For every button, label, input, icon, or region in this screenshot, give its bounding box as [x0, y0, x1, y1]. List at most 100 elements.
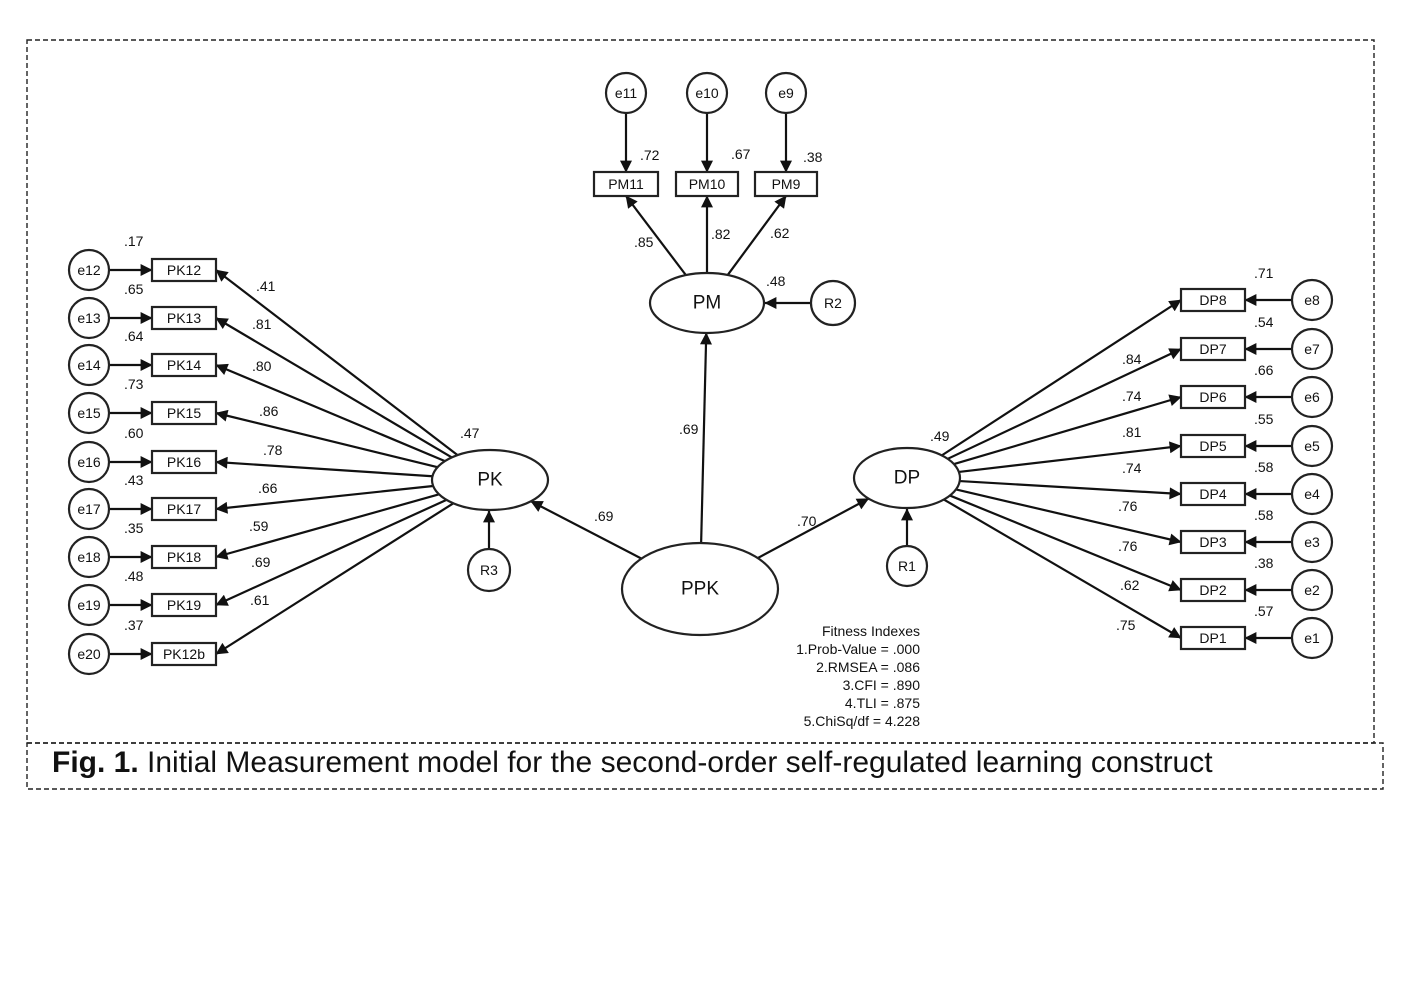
error-term	[1290, 327, 1334, 371]
loading-coef: .62	[1120, 577, 1140, 593]
indicator-box-label: PK12	[167, 262, 201, 278]
loading-arrow	[958, 441, 1182, 474]
indicator-box-label: PK16	[167, 454, 201, 470]
indicator-box-label: PK14	[167, 357, 201, 373]
factor-r2: .49	[930, 428, 950, 444]
error-term	[1290, 568, 1334, 612]
indicator-r2: .58	[1254, 507, 1274, 523]
figure-frame	[26, 39, 1375, 744]
indicator-r2: .72	[640, 147, 660, 163]
path-ppk-pm	[699, 332, 712, 544]
error-term	[685, 71, 729, 115]
loading-coef: .82	[711, 226, 731, 242]
error-term-label: e18	[77, 549, 101, 565]
fitness-line: 4.TLI = .875	[845, 695, 920, 711]
factor-pk-label: PK	[477, 470, 503, 491]
indicator-r2: .71	[1254, 265, 1274, 281]
caption-text: Initial Measurement model for the second…	[147, 746, 1213, 779]
error-term	[67, 248, 111, 292]
error-term-label: e8	[1304, 292, 1320, 308]
indicator-box	[1179, 384, 1247, 410]
indicator-box	[592, 170, 660, 198]
indicator-r2: .58	[1254, 459, 1274, 475]
error-term-label: e10	[695, 85, 719, 101]
loading-arrow	[949, 494, 1182, 592]
indicator-r2: .38	[803, 149, 823, 165]
indicator-box	[1179, 336, 1247, 362]
error-term	[67, 440, 111, 484]
loading-arrow	[215, 456, 433, 478]
error-term	[67, 535, 111, 579]
indicator-box	[150, 352, 218, 378]
factor-ppk	[620, 541, 780, 637]
error-term-label: e15	[77, 405, 101, 421]
loading-coef: .85	[634, 234, 654, 250]
indicator-box-label: DP5	[1199, 438, 1226, 454]
indicator-r2: .73	[124, 376, 144, 392]
loading-coef: .78	[263, 442, 283, 458]
error-term-label: e17	[77, 501, 101, 517]
residual-r2	[809, 279, 857, 327]
error-term-label: e2	[1304, 582, 1320, 598]
factor-pk	[430, 448, 550, 512]
loading-arrow	[959, 479, 1182, 500]
indicator-box	[1179, 577, 1247, 603]
indicator-r2: .17	[124, 233, 144, 249]
factor-dp-label: DP	[894, 468, 920, 489]
caption-number: Fig. 1.	[52, 746, 139, 779]
factor-pm-label: PM	[693, 293, 722, 314]
indicator-box-label: DP7	[1199, 341, 1226, 357]
error-term	[67, 391, 111, 435]
indicator-r2: .35	[124, 520, 144, 536]
error-term	[604, 71, 648, 115]
indicator-box	[1179, 481, 1247, 507]
loading-arrow	[625, 195, 687, 276]
indicator-box-label: PM11	[608, 176, 644, 192]
loading-coef: .41	[256, 278, 276, 294]
indicator-r2: .67	[731, 146, 751, 162]
loading-coef: .62	[770, 225, 790, 241]
path-coef: .70	[797, 513, 817, 529]
indicator-r2: .54	[1254, 314, 1274, 330]
indicator-box	[150, 449, 218, 475]
error-term-label: e14	[77, 357, 101, 373]
indicator-r2: .38	[1254, 555, 1274, 571]
error-term	[1290, 424, 1334, 468]
error-term	[764, 71, 808, 115]
indicator-box	[150, 257, 218, 283]
indicator-box-label: PM10	[689, 176, 726, 192]
loading-arrow	[215, 269, 459, 457]
error-term-label: e9	[778, 85, 794, 101]
error-term	[67, 343, 111, 387]
indicator-box	[1179, 529, 1247, 555]
indicator-r2: .37	[124, 617, 144, 633]
error-term-label: e4	[1304, 486, 1320, 502]
labels-layer: .69.69.70.47.48.49.17.41.65.81.64.80.73.…	[124, 146, 1274, 633]
fitness-line: 5.ChiSq/df = 4.228	[804, 713, 921, 729]
indicator-box	[753, 170, 819, 198]
indicator-r2: .55	[1254, 411, 1274, 427]
error-term-label: e7	[1304, 341, 1320, 357]
loading-arrow	[947, 348, 1182, 460]
loading-coef: .81	[252, 316, 272, 332]
loading-arrow	[215, 409, 438, 469]
fitness-indexes: Fitness Indexes 1.Prob-Value = .000 2.RM…	[796, 623, 920, 729]
path-ppk-pk	[530, 500, 642, 560]
loading-coef: .74	[1122, 460, 1142, 476]
error-term-label: e3	[1304, 534, 1320, 550]
fitness-line: 1.Prob-Value = .000	[796, 641, 920, 657]
loading-coef: .76	[1118, 498, 1138, 514]
indicator-r2: .60	[124, 425, 144, 441]
indicator-box-label: PK13	[167, 310, 201, 326]
indicator-box-label: DP1	[1199, 630, 1226, 646]
loading-arrow	[215, 484, 434, 514]
indicator-r2: .66	[1254, 362, 1274, 378]
indicator-box-label: PK12b	[163, 646, 205, 662]
error-term	[1290, 520, 1334, 564]
indicator-box	[1179, 625, 1247, 651]
loading-coef: .76	[1118, 538, 1138, 554]
loading-arrow	[215, 498, 447, 607]
indicator-box	[674, 170, 740, 198]
residual-r3	[466, 547, 512, 593]
loading-arrow	[215, 502, 454, 655]
